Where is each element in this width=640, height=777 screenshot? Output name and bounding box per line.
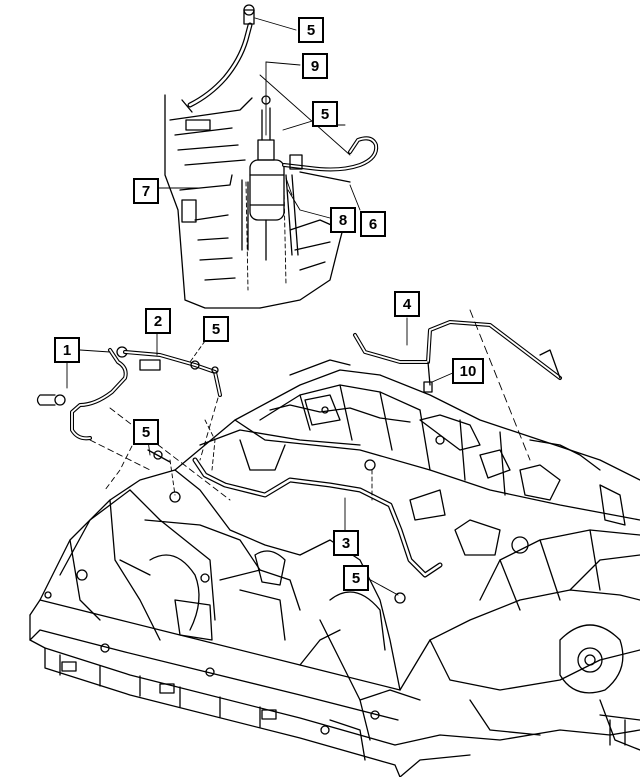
callout-5-left-top: 5 [203,316,229,342]
leader-lines-main [66,309,531,596]
callout-2: 2 [145,308,171,334]
ac-line-6 [282,136,379,183]
ac-line-3 [192,457,443,604]
callout-6: 6 [360,211,386,237]
ac-hose-9 [181,4,255,113]
callout-5-bottom: 5 [343,565,369,591]
accumulator-drier [241,95,299,261]
callout-5-drier: 5 [312,101,338,127]
callout-9: 9 [302,53,328,79]
right-body-structure [299,484,640,751]
callout-4: 4 [394,291,420,317]
callout-5-top: 5 [298,17,324,43]
leader-lines-top [157,17,361,291]
fittings [147,366,219,503]
radiator-support [29,599,640,777]
ac-line-2 [123,350,222,397]
callout-7: 7 [133,178,159,204]
left-fender-structure [39,469,301,641]
ac-line-4 [353,320,562,393]
ac-line-1 [36,346,128,441]
callout-8: 8 [330,207,356,233]
callout-1: 1 [54,337,80,363]
callout-3: 3 [333,530,359,556]
cowl-structure [174,359,640,521]
lower-structure [299,619,421,761]
drier-inset-frame [164,94,349,309]
callout-5-left-mid: 5 [133,419,159,445]
callout-10: 10 [452,358,484,384]
